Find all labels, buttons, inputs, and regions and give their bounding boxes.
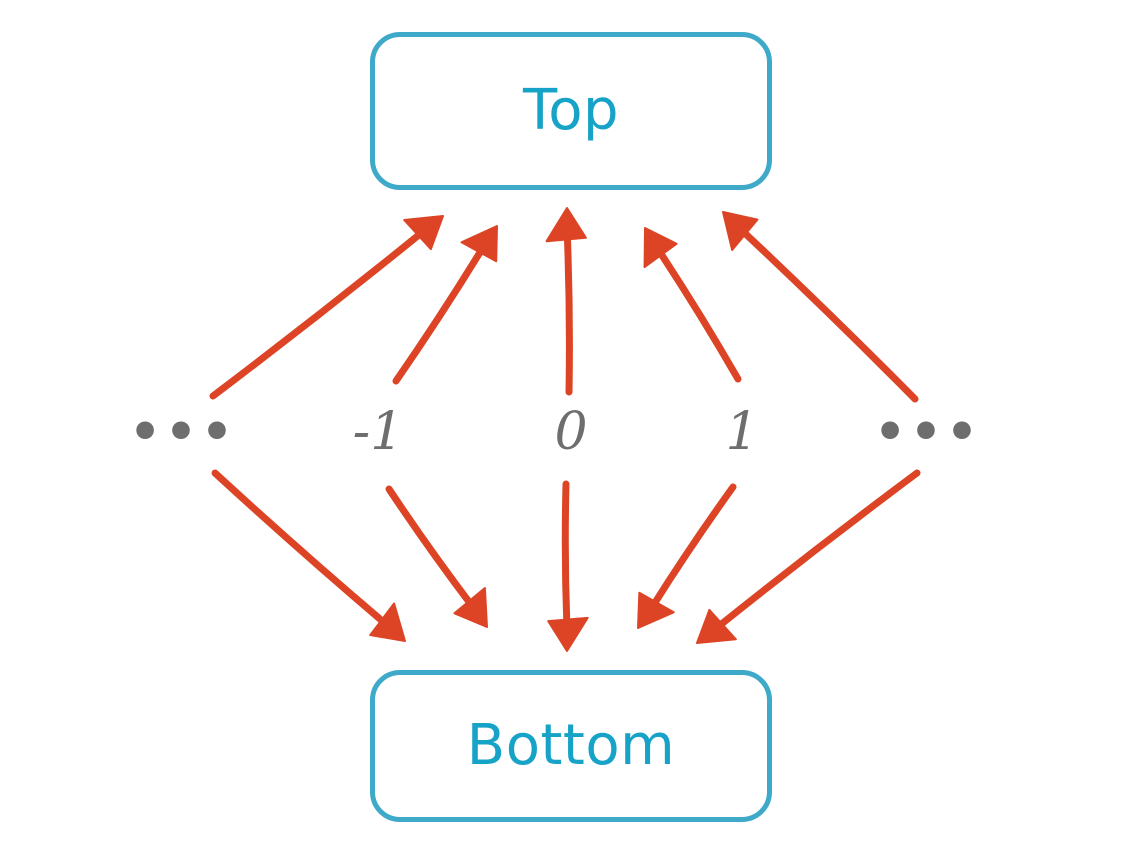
arrow-shaft [649, 483, 737, 610]
arrow-shaft [211, 469, 389, 628]
node-bottom-label: Bottom [466, 713, 676, 778]
axis-label-ellipsis-right: ••• [874, 403, 982, 461]
arrow-shaft [563, 230, 573, 396]
arrows-down-group [211, 469, 921, 652]
arrow-head [547, 616, 589, 652]
arrow-head [643, 227, 678, 269]
arrow-shaft [714, 469, 921, 631]
axis-label-ellipsis-left: ••• [129, 403, 237, 461]
arrow-down-from-zero [547, 480, 589, 652]
arrow-shaft [738, 226, 919, 403]
arrow-shaft [655, 246, 742, 383]
arrow-head [369, 602, 406, 642]
arrow-up-from-ellipsis-left [209, 215, 444, 400]
arrow-head [453, 587, 488, 628]
arrow-down-from-ellipsis-left [211, 469, 406, 642]
arrow-head [637, 591, 675, 629]
arrow-shaft [385, 485, 476, 609]
arrow-down-from-minus-one [385, 485, 488, 628]
arrow-head [545, 207, 587, 243]
arrow-down-from-ellipsis-right [696, 469, 921, 644]
arrow-down-from-one [637, 483, 737, 629]
arrow-up-from-zero [545, 207, 587, 396]
arrow-shaft [392, 244, 487, 385]
arrow-head [696, 608, 737, 644]
node-top-box[interactable]: Top [370, 32, 772, 190]
axis-label-zero: 0 [554, 402, 588, 462]
axis-label-one: 1 [725, 402, 759, 462]
arrow-up-from-one [643, 227, 742, 383]
arrow-up-from-minus-one [392, 225, 498, 385]
arrow-shaft [561, 480, 571, 629]
arrow-head [722, 211, 759, 251]
arrow-shaft [209, 228, 426, 400]
arrow-head [460, 225, 498, 263]
arrow-up-from-ellipsis-right [722, 211, 919, 403]
arrows-up-group [209, 207, 919, 403]
node-top-label: Top [523, 78, 619, 143]
arrow-head [403, 215, 444, 251]
node-bottom-box[interactable]: Bottom [370, 670, 772, 822]
axis-label-minus-one: -1 [352, 402, 404, 462]
